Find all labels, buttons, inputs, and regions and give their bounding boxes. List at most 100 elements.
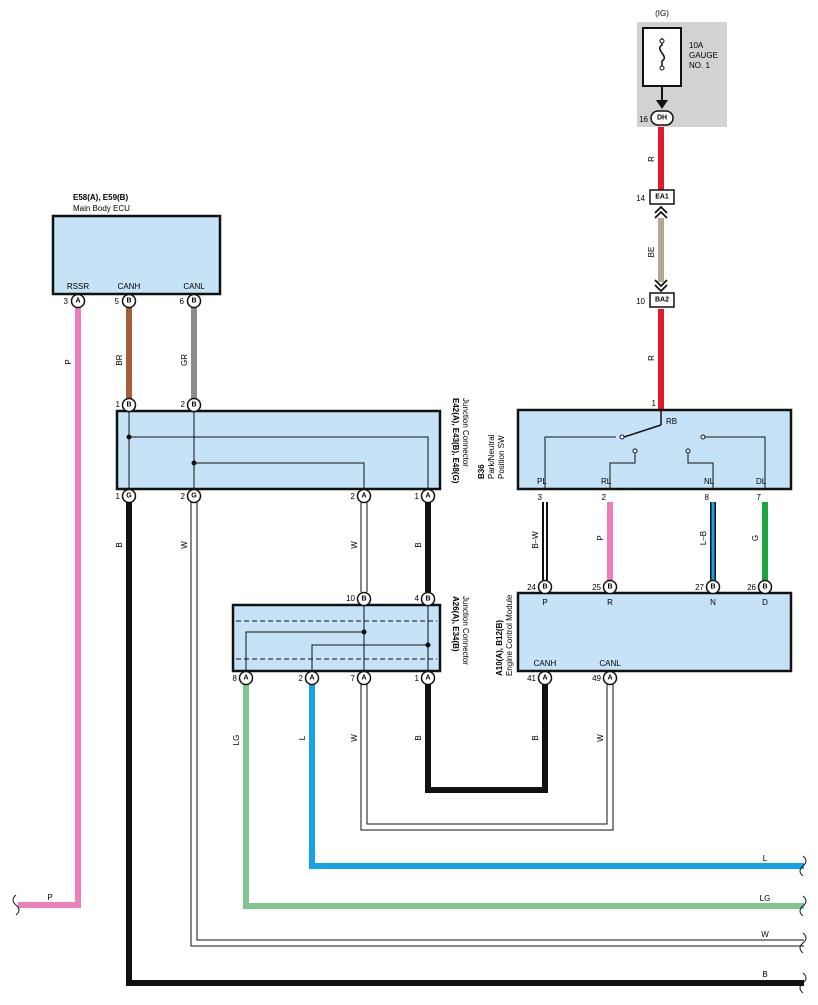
- jc-upper-pin-num: 2: [181, 492, 186, 501]
- jc-lower-pin-letter: B: [361, 596, 366, 603]
- jc-lower-pin-letter: A: [243, 675, 248, 682]
- wire-pink-rssr: [18, 308, 81, 908]
- ecu-pin-letter: B: [191, 298, 196, 305]
- jc-upper-pin: [121, 397, 137, 413]
- pnp-input-num: 1: [652, 399, 657, 408]
- jc-lower-pin-num: 2: [299, 674, 304, 683]
- edge-label-b: B: [762, 970, 767, 979]
- junction-connector-lower: 10 B 4 B 8 A 2 A 7 A 1 A A26(A), E34(B) …: [231, 591, 470, 686]
- junction-connector-upper: 1 B 2 B 1 G 2 G 2 A 1 A E42(A), E43(B), …: [115, 397, 470, 504]
- jc-lower-subtitle: Junction Connector: [461, 596, 470, 665]
- pnp-contact-arm: [623, 424, 662, 438]
- pnp-term-pl: PL: [537, 477, 547, 486]
- jc-lower-pin-letter: A: [425, 675, 430, 682]
- main-body-ecu: E58(A), E59(B) Main Body ECU RSSR CANH C…: [51, 193, 222, 309]
- ecm-pin: [705, 579, 721, 595]
- jc-lower-pin-letter: B: [425, 596, 430, 603]
- pnp-contact: [700, 434, 706, 440]
- wire-label: L–B: [699, 531, 708, 545]
- fuse-block: (IG) 10A GAUGE NO. 1 16 DH: [637, 9, 727, 127]
- ecm-pin-letter: B: [762, 584, 767, 591]
- jc-lower-pin: [420, 591, 436, 607]
- wire-label: LG: [232, 735, 241, 746]
- ecu-box: [51, 214, 222, 296]
- jc-lower-pin: [356, 670, 372, 686]
- wire-label: P: [64, 359, 73, 364]
- ecu-pin-num: 5: [115, 297, 120, 306]
- ecm-pin: [602, 670, 618, 686]
- break-right-b: [799, 972, 807, 994]
- ecm-pin: [537, 579, 553, 595]
- ecu-pin-letter: B: [126, 298, 131, 305]
- pnp-subtitle-2: Position SW: [497, 435, 506, 479]
- ecu-pin-num: 6: [180, 297, 185, 306]
- pnp-term-num: 8: [705, 493, 710, 502]
- pnp-trace-nl: [687, 453, 714, 489]
- inline-connector-ea1: 14 EA1: [636, 189, 675, 219]
- ecm-pin: [537, 670, 553, 686]
- jc-lower-pin-num: 1: [415, 674, 420, 683]
- wire-b-ecm: [425, 684, 548, 793]
- pnp-contact: [685, 448, 691, 454]
- ecm-title: A10(A), B12(B): [495, 620, 504, 676]
- ba2-code: BA2: [655, 297, 669, 304]
- wire-label: R: [647, 355, 656, 361]
- break-right-lg: [799, 895, 807, 917]
- wire-label: G: [751, 535, 760, 541]
- pnp-term-num: 3: [538, 493, 543, 502]
- pnp-trace-dl: [705, 436, 766, 489]
- pnp-box: [516, 408, 793, 491]
- wire-white-w-inner: [196, 502, 804, 941]
- jc-lower-pin-letter: A: [361, 675, 366, 682]
- ecu-subtitle: Main Body ECU: [73, 204, 130, 213]
- pnp-trace-pl: [544, 436, 616, 489]
- ea1-chevron-icon: [654, 205, 668, 219]
- wire-label: BE: [647, 247, 656, 258]
- wire-labels: R BE R P BR GR B W W B B–W P L–B G LG L …: [64, 156, 760, 745]
- jc-upper-pin-letter: G: [126, 493, 132, 500]
- wire-black-b-main: [126, 502, 804, 986]
- pnp-input-name: RB: [666, 417, 677, 426]
- wire-label: P: [596, 535, 605, 540]
- jc-upper-box: [115, 409, 442, 491]
- jc-upper-pin: [186, 488, 202, 504]
- pnp-term-dl: DL: [756, 477, 767, 486]
- jc-upper-pin-num: 1: [415, 492, 420, 501]
- pnp-trace-rl: [609, 453, 636, 489]
- fuse-icon: [659, 38, 665, 70]
- fuse-body: [642, 27, 682, 87]
- jc-upper-pin-num: 2: [351, 492, 356, 501]
- ecm-term-r: R: [607, 598, 613, 607]
- pnp-term-rl: RL: [601, 477, 612, 486]
- jc-lower-trace: [245, 631, 364, 671]
- jc-upper-subtitle: Junction Connector: [461, 398, 470, 467]
- wire-label: B: [414, 735, 423, 740]
- break-left-p: [12, 894, 20, 916]
- wire-label: W: [596, 734, 605, 742]
- wire-label: W: [180, 541, 189, 549]
- jc-lower-pin-num: 7: [351, 674, 356, 683]
- engine-control-module: 24 B 25 B 27 B 26 B P R N D CANH CANL 41…: [495, 579, 793, 686]
- ecm-pin: [602, 579, 618, 595]
- jc-upper-trace: [128, 411, 429, 489]
- break-right-w: [799, 932, 807, 954]
- ecm-pin-num: 25: [592, 583, 601, 592]
- ecm-subtitle: Engine Control Module: [505, 594, 514, 676]
- ecu-term-rssr: RSSR: [67, 282, 89, 291]
- jc-upper-pin-letter: G: [191, 493, 197, 500]
- jc-upper-title: E42(A), E43(B), E48(G): [451, 398, 460, 484]
- fuse-pin-code: DH: [657, 115, 667, 122]
- jc-upper-pin-num: 1: [116, 400, 121, 409]
- jc-upper-pin: [420, 488, 436, 504]
- edge-label-w: W: [761, 930, 769, 939]
- ea1-code: EA1: [655, 194, 669, 201]
- pnp-contact: [619, 434, 625, 440]
- edge-label-l: L: [763, 854, 768, 863]
- break-right-l: [799, 855, 807, 877]
- ecm-term-canl: CANL: [599, 659, 621, 668]
- wire-label: B–W: [531, 531, 540, 549]
- ecm-pin-letter: A: [607, 675, 612, 682]
- ecu-pin-num: 3: [64, 297, 69, 306]
- jc-upper-pin: [121, 488, 137, 504]
- ea1-num: 14: [636, 194, 645, 203]
